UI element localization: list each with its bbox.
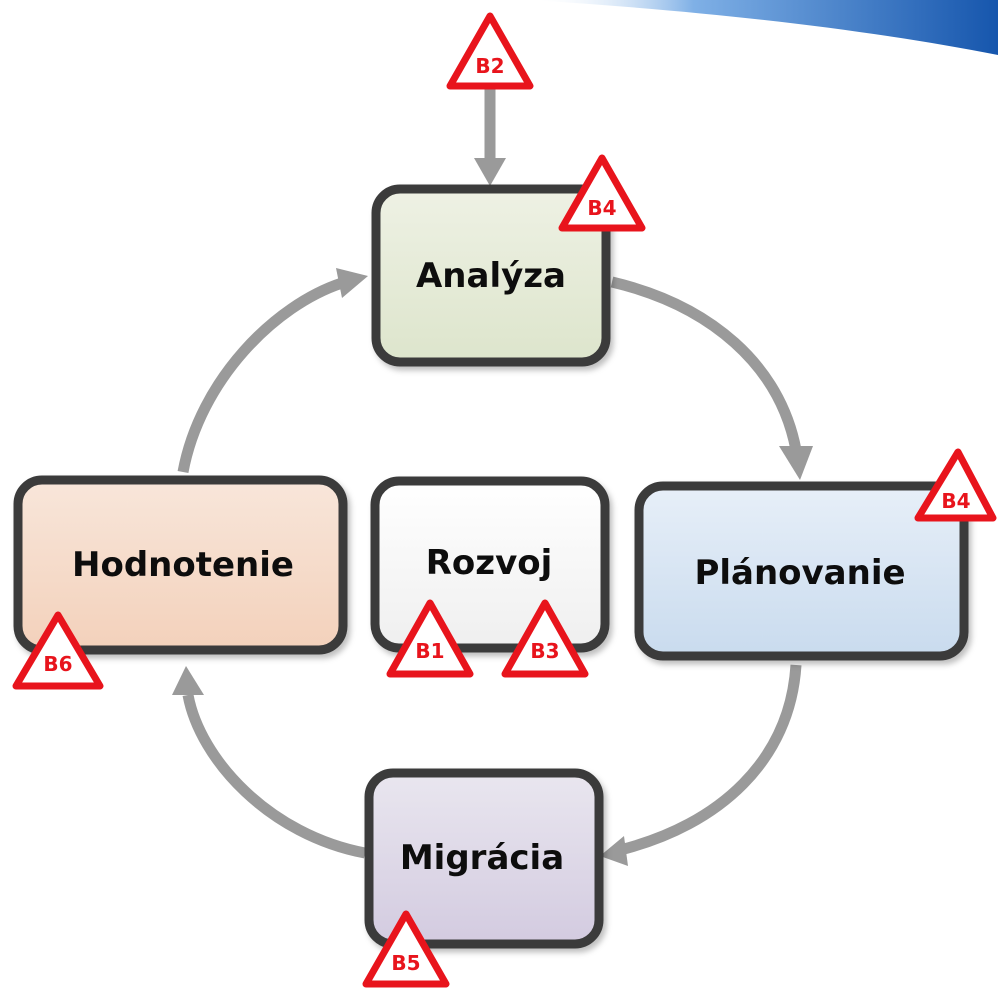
cycle-arrows (177, 88, 802, 859)
node-planovanie-label: Plánovanie (694, 553, 905, 593)
arrowhead-down-icon (474, 158, 506, 186)
marker-b4-planovanie: B4 (914, 448, 997, 522)
arrow-hodnotenie-to-analyza (177, 277, 344, 474)
marker-b5-label: B5 (391, 951, 420, 975)
node-planovanie (634, 481, 969, 661)
warning-triangle-icon (446, 12, 534, 90)
node-hodnotenie (13, 475, 348, 655)
node-rozvoj-label: Rozvoj (426, 543, 553, 583)
arrowhead-planovanie-icon (779, 446, 813, 480)
node-analyza-label: Analýza (416, 256, 566, 296)
marker-b3: B3 (501, 599, 589, 678)
marker-b1-label: B1 (415, 639, 444, 663)
marker-b3-label: B3 (530, 639, 559, 663)
marker-b2: B2 (446, 12, 534, 90)
header-banner (530, 0, 998, 55)
marker-b4-analyza: B4 (558, 154, 646, 232)
marker-b6: B6 (12, 611, 104, 690)
warning-triangle-icon (362, 910, 450, 988)
marker-b5: B5 (362, 910, 450, 988)
marker-b4-analyza-label: B4 (587, 196, 616, 220)
arrowhead-hodnotenie-icon (172, 666, 204, 695)
marker-b6-label: B6 (43, 652, 72, 676)
marker-b4-planovanie-label: B4 (941, 489, 970, 513)
arrowhead-analyza-icon (336, 268, 368, 298)
warning-triangle-icon (558, 154, 646, 232)
marker-b1: B1 (386, 599, 474, 678)
marker-b2-label: B2 (475, 54, 504, 78)
node-hodnotenie-label: Hodnotenie (72, 545, 294, 585)
warning-triangle-icon (386, 599, 474, 678)
warning-triangle-icon (12, 611, 104, 690)
arrow-heads (172, 158, 813, 866)
arrowhead-migracia-icon (600, 836, 628, 866)
arrow-migracia-to-hodnotenie (182, 693, 367, 859)
node-migracia-label: Migrácia (400, 838, 564, 878)
node-migracia (364, 768, 604, 949)
warning-triangle-icon (914, 448, 997, 522)
node-analyza (371, 184, 611, 367)
arrow-analyza-to-planovanie (610, 276, 802, 452)
warning-triangle-icon (501, 599, 589, 678)
arrow-planovanie-to-migracia (618, 664, 802, 856)
